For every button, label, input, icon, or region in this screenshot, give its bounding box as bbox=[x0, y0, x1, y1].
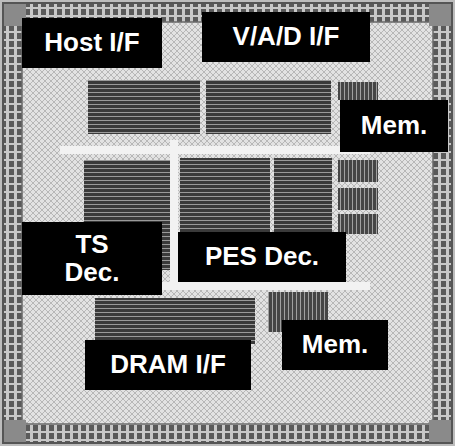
block-name: Host I/F bbox=[31, 29, 153, 56]
block-name: Mem. bbox=[349, 112, 439, 139]
block-name: V/A/D I/F bbox=[211, 23, 361, 50]
block-label: DRAM I/F bbox=[85, 340, 251, 390]
block-label: Mem. bbox=[340, 100, 448, 152]
block-name: Mem. bbox=[291, 331, 379, 358]
block-label: Mem. bbox=[282, 320, 388, 370]
block-name: DRAM I/F bbox=[94, 351, 242, 378]
block-label: PES Dec. bbox=[178, 232, 346, 282]
block-name: TS Dec. bbox=[52, 231, 132, 286]
block-label: V/A/D I/F bbox=[202, 12, 370, 62]
block-label: TS Dec. bbox=[22, 222, 162, 295]
block-name: PES Dec. bbox=[187, 243, 337, 270]
block-label: Host I/F bbox=[22, 18, 162, 68]
